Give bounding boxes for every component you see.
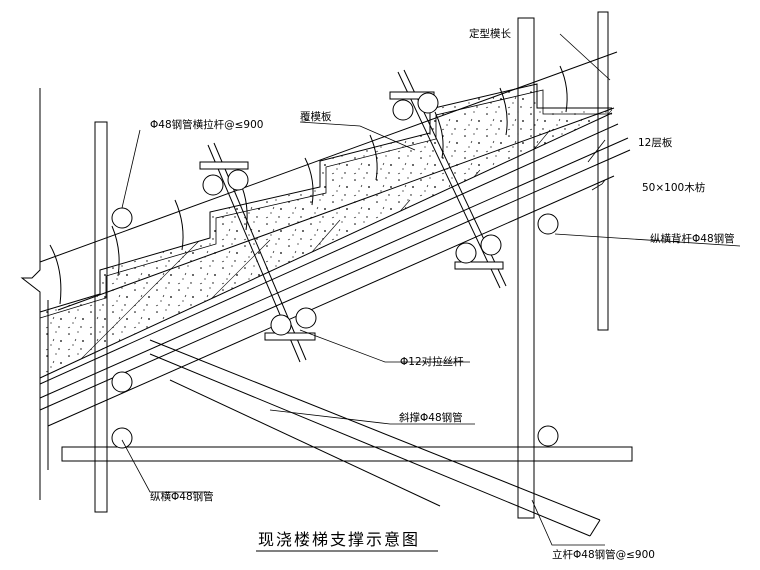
label-post: 立杆Φ48钢管@≤900: [552, 548, 655, 561]
stair-slab: [39, 83, 612, 378]
underside-layers: [39, 112, 631, 427]
label-form-length: 定型模长: [469, 27, 511, 40]
label-horizontal-pipe: 纵横Φ48钢管: [150, 490, 214, 503]
label-tie-bar: Φ48钢管横拉杆@≤900: [150, 118, 263, 131]
label-screw-rod: Φ12对拉丝杆: [400, 355, 464, 368]
bottom-horizontal-pipe: [61, 446, 633, 462]
diagram-title: 现浇楼梯支撑示意图: [258, 530, 420, 549]
label-plywood: 12层板: [638, 136, 673, 149]
pipe-sections: [111, 92, 559, 449]
leader-lines: [121, 33, 741, 546]
washer-plates: [199, 91, 504, 341]
label-cover-form: 覆模板: [300, 110, 332, 123]
label-timber: 50×100木枋: [642, 181, 706, 194]
label-back-bar: 纵横背杆Φ48钢管: [650, 232, 735, 245]
diagonal-brace: [149, 339, 601, 537]
wall-break-line: [20, 88, 49, 500]
label-brace: 斜撑Φ48钢管: [399, 411, 463, 424]
